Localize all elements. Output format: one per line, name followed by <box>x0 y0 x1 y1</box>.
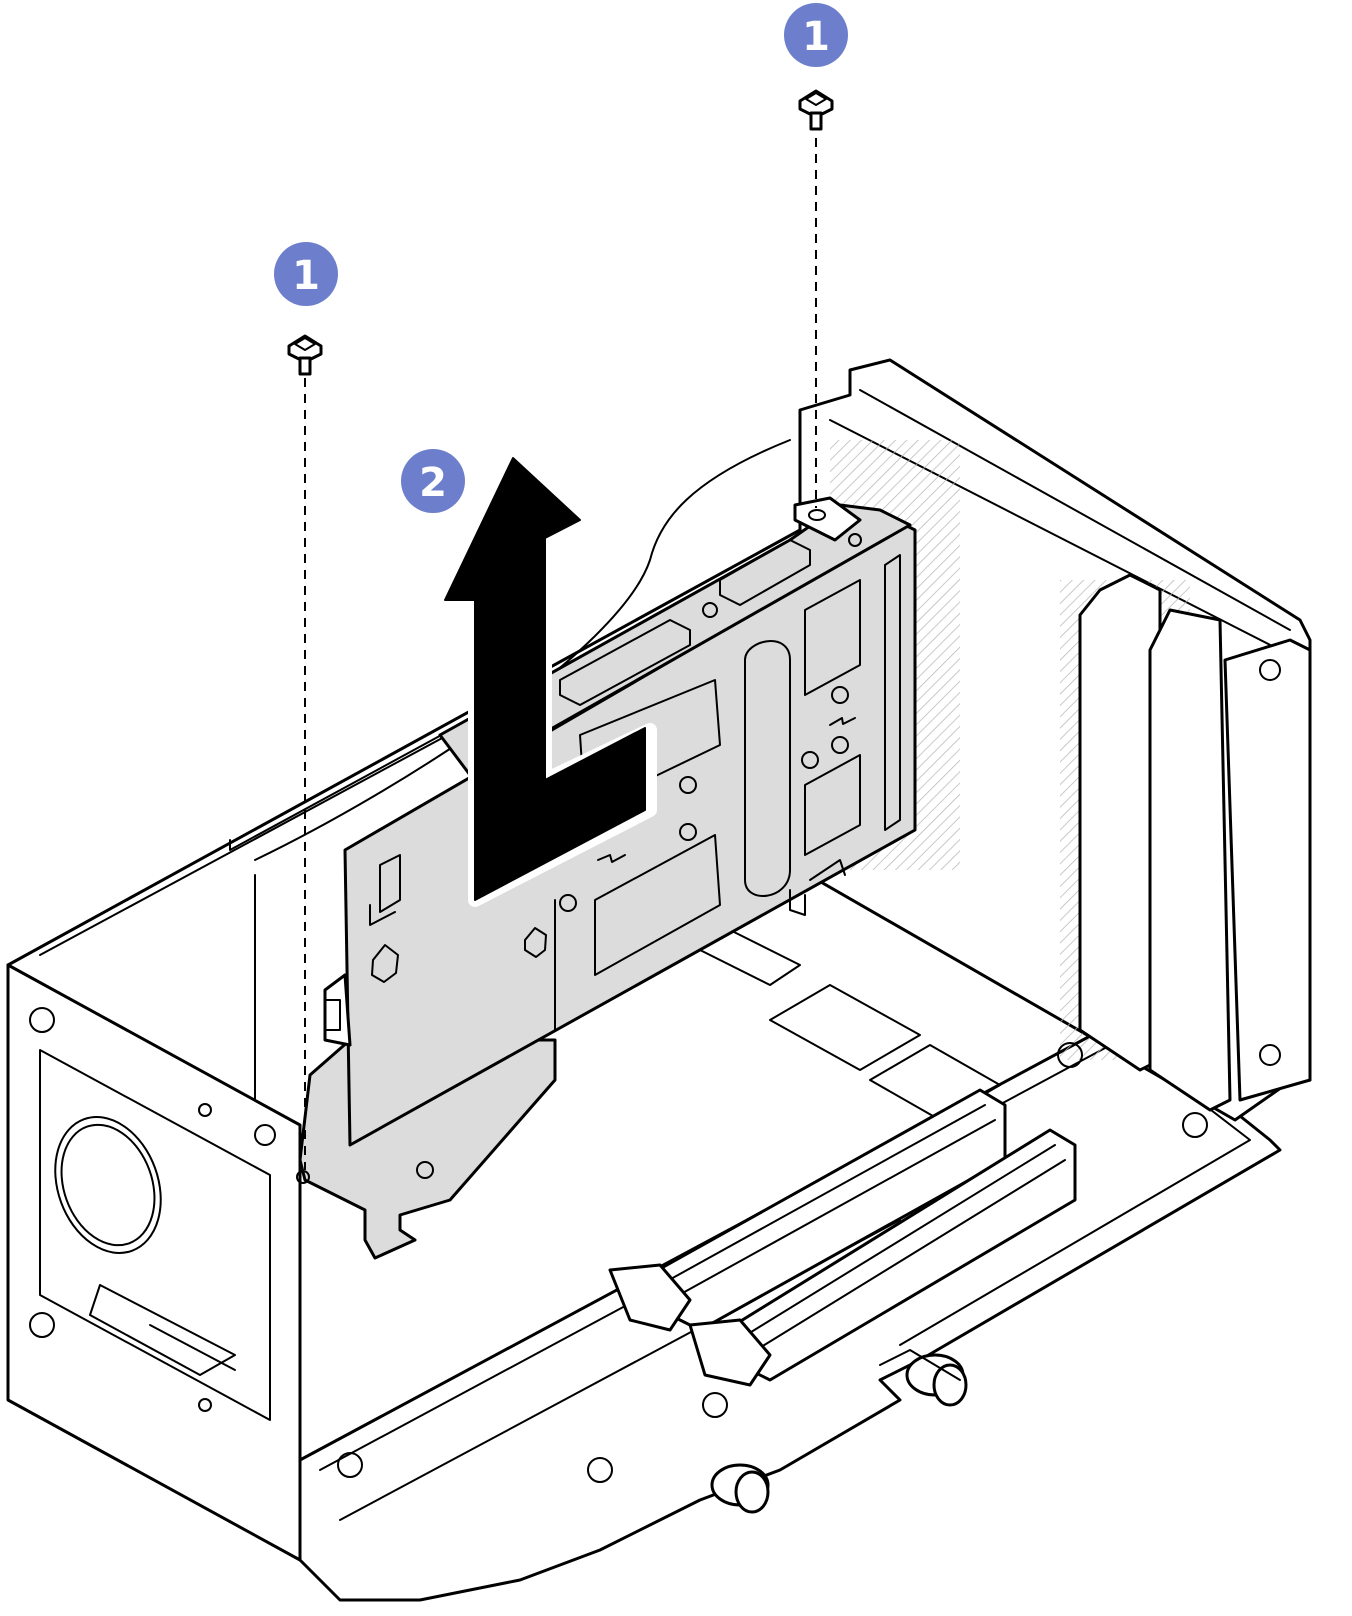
callout-circle <box>274 242 338 306</box>
callout-badge-screw-left: 1 <box>274 242 338 306</box>
callout-label: 1 <box>802 14 830 60</box>
callout-circle <box>401 449 465 513</box>
riser-cage-frame <box>6 358 1312 1602</box>
callout-circle <box>784 3 848 67</box>
callout-badge-lift: 2 <box>401 449 465 513</box>
riser-card-assembly <box>323 496 917 1147</box>
callout-badge-screw-right: 1 <box>784 3 848 67</box>
lift-arrow-icon <box>438 451 657 907</box>
callout-label: 1 <box>292 253 320 299</box>
riser-board <box>337 929 1208 1514</box>
screw-icon <box>287 334 323 376</box>
screw-icon <box>798 89 834 131</box>
callout-label: 2 <box>419 460 447 506</box>
